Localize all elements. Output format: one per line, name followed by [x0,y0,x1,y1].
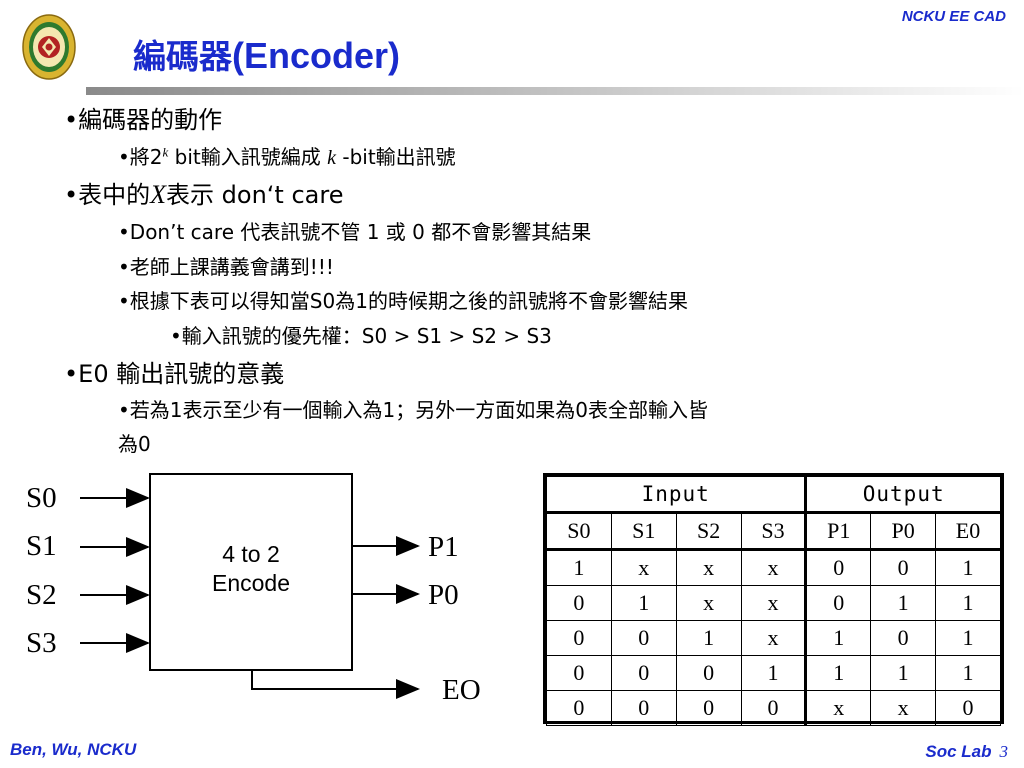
table-cell: 1 [870,655,937,691]
bullet-e0-detail-line2: 為0 [118,432,151,456]
page-number: 3 [999,742,1009,761]
table-cell: x [740,549,808,586]
column-header-s1: S1 [610,512,677,551]
bullet-encode-bits: •將2k bit輸入訊號編成 k -bit輸出訊號 [118,141,456,170]
table-cell: x [675,585,742,621]
enable-out-label: EO [442,674,481,706]
brand-label: NCKU EE CAD [901,8,1006,25]
footer-lab: Soc Lab [925,742,992,761]
table-cell: 0 [740,690,808,726]
footer-author: Ben, Wu, NCKU [10,740,137,759]
input-group-header: Input [545,476,808,514]
table-cell: 1 [546,549,612,586]
table-cell: 1 [935,655,1001,691]
superscript-k: k [162,144,169,160]
output-label-p1: P1 [428,531,459,563]
table-cell: 1 [935,620,1001,656]
table-cell: 1 [675,620,742,656]
table-cell: 1 [870,585,937,621]
table-cell: x [740,585,808,621]
table-cell: 0 [610,655,677,691]
table-cell: 1 [805,655,872,691]
bullet-text: bit輸入訊號編成 [168,145,328,169]
table-cell: x [610,549,677,586]
table-cell: 0 [935,690,1001,726]
table-cell: 1 [805,620,872,656]
bullet-priority: •輸入訊號的優先權：S0 > S1 > S2 > S3 [170,324,552,348]
table-cell: 0 [546,655,612,691]
table-cell: 0 [870,549,937,586]
page-title: 編碼器(Encoder) [133,30,400,78]
footer-right: Soc Lab 3 [925,742,1008,762]
table-cell: 0 [610,620,677,656]
italic-x: X [150,180,167,209]
italic-k: k [327,147,337,169]
bullet-e0-meaning: •E0 輸出訊號的意義 [64,360,285,388]
table-cell: x [805,690,872,726]
enable-out-arrow [251,670,420,699]
block-label-line1: 4 to 2 [222,541,280,567]
bullet-text: •表中的 [64,181,151,209]
input-label-s1: S1 [26,530,57,562]
bullet-e0-detail-line1: •若為1表示至少有一個輸入為1；另外一方面如果為0表全部輸入皆 [118,398,708,422]
column-header-s2: S2 [675,512,742,551]
table-cell: 0 [546,690,612,726]
table-cell: 1 [935,549,1001,586]
column-header-s3: S3 [740,512,808,551]
table-cell: 0 [675,655,742,691]
bullet-encoder-action: •編碼器的動作 [64,106,223,134]
bullet-text: -bit輸出訊號 [336,145,456,169]
bullet-table-s0: •根據下表可以得知當S0為1的時候期之後的訊號將不會影響結果 [118,289,688,313]
input-label-s2: S2 [26,579,57,611]
bullet-text: •將2 [118,145,163,169]
title-cjk: 編碼器 [133,37,232,76]
column-header-s0: S0 [546,512,612,551]
bullet-dont-care: •表中的X表示 don‘t care [64,175,343,210]
bullet-text: 表示 don‘t care [166,181,344,209]
bullet-lecture-note: •老師上課講義會講到!!! [118,255,334,279]
output-label-p0: P0 [428,579,459,611]
table-cell: 0 [675,690,742,726]
table-cell: 0 [870,620,937,656]
input-label-s3: S3 [26,627,57,659]
table-cell: 0 [610,690,677,726]
column-header-p1: P1 [805,512,872,551]
table-cell: 0 [805,549,872,586]
block-label-line2: Encode [212,570,290,596]
bullet-dont-care-meaning: •Don’t care 代表訊號不管 1 或 0 都不會影響其結果 [118,220,592,244]
table-cell: 1 [610,585,677,621]
column-header-p0: P0 [870,512,937,551]
table-cell: x [870,690,937,726]
encoder-block-diagram: 4 to 2 Encode S0 S1 S2 S3 P1 P0 EO [26,473,481,706]
table-cell: 0 [805,585,872,621]
table-cell: 1 [740,655,808,691]
university-logo-icon [22,14,76,80]
title-en: (Encoder) [232,35,401,76]
table-cell: x [675,549,742,586]
table-cell: 0 [546,620,612,656]
table-cell: x [740,620,808,656]
table-cell: 0 [546,585,612,621]
title-divider [86,87,1024,95]
table-cell: 1 [935,585,1001,621]
output-group-header: Output [805,476,1001,514]
input-label-s0: S0 [26,482,57,514]
column-header-e0: E0 [935,512,1001,551]
